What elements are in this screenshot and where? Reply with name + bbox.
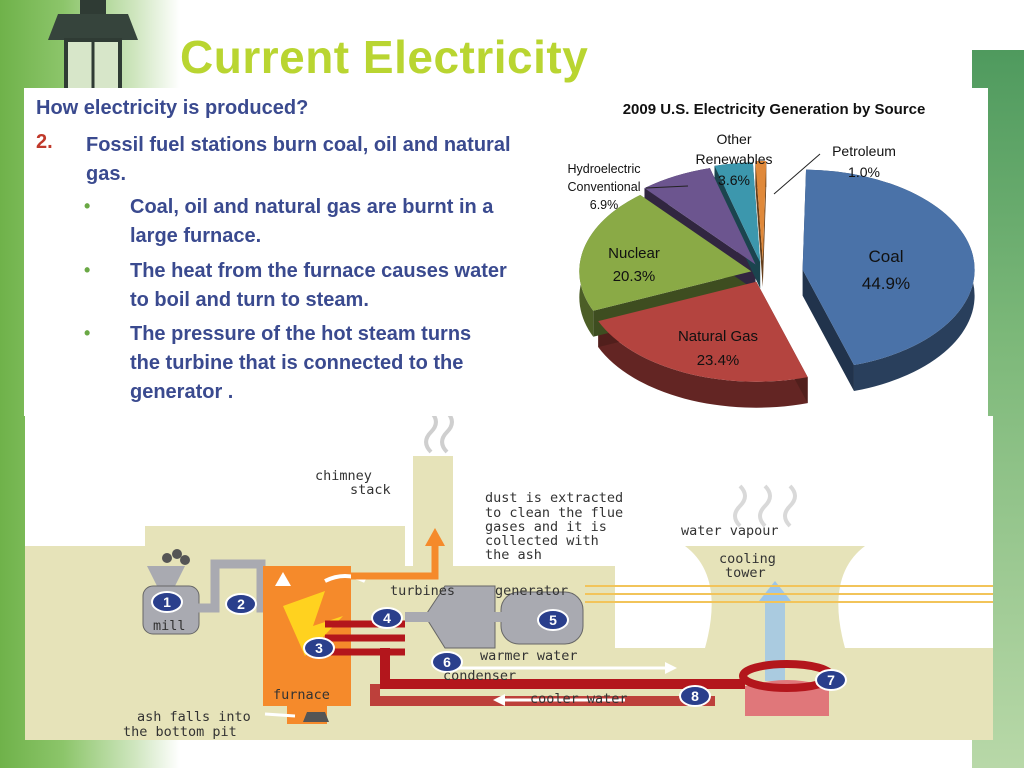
bullet-marker: •: [84, 260, 90, 281]
bullet-marker: •: [84, 196, 90, 217]
label-dust-1: dust is extracted: [485, 490, 623, 506]
bullet-item: The heat from the furnace causes water t…: [130, 257, 530, 315]
step-badge-number: 4: [383, 610, 391, 626]
step-badge-5: 5: [538, 610, 568, 630]
step-badge-4: 4: [372, 608, 402, 628]
slice-label-hydro-name-2: Conventional: [568, 180, 641, 194]
chart-title: 2009 U.S. Electricity Generation by Sour…: [623, 101, 926, 118]
step-badge-number: 2: [237, 596, 245, 612]
slice-label-other-name-2: Renewables: [695, 151, 772, 167]
label-stack: stack: [350, 482, 391, 498]
question-heading: How electricity is produced?: [36, 97, 308, 120]
label-turbines: turbines: [390, 583, 455, 599]
label-cooler-water: cooler water: [530, 691, 628, 707]
bullet-item: Coal, oil and natural gas are burnt in a…: [130, 193, 500, 251]
step-badge-2: 2: [226, 594, 256, 614]
point-number: 2.: [36, 131, 53, 154]
slice-label-other-value: 3.6%: [718, 172, 750, 188]
slice-label-nuclear-name: Nuclear: [608, 245, 660, 262]
step-badge-number: 1: [163, 594, 171, 610]
slice-label-hydro-value: 6.9%: [590, 198, 619, 212]
slice-label-nuclear-value: 20.3%: [613, 268, 656, 285]
step-badge-8: 8: [680, 686, 710, 706]
slice-label-coal-value: 44.9%: [862, 274, 910, 293]
slice-label-hydro-name-1: Hydroelectric: [568, 162, 641, 176]
label-water-vapour: water vapour: [681, 523, 779, 539]
bullet-item: The pressure of the hot steam turns the …: [130, 320, 490, 407]
step-badge-number: 8: [691, 688, 699, 704]
label-condenser: condenser: [443, 668, 516, 684]
label-dust-5: the ash: [485, 547, 542, 563]
step-badge-7: 7: [816, 670, 846, 690]
label-warmer-water: warmer water: [480, 648, 578, 664]
slice-label-coal-name: Coal: [869, 247, 904, 266]
step-badge-number: 5: [549, 612, 557, 628]
slice-label-gas-value: 23.4%: [697, 352, 740, 369]
pie-chart: 2009 U.S. Electricity Generation by Sour…: [558, 88, 988, 418]
step-badge-1: 1: [152, 592, 182, 612]
label-mill: mill: [153, 618, 186, 634]
slice-label-gas-name: Natural Gas: [678, 328, 758, 345]
label-ash-2: the bottom pit: [123, 724, 237, 740]
slice-label-petroleum-name: Petroleum: [832, 143, 896, 159]
slide-title: Current Electricity: [180, 30, 588, 84]
label-ash-1: ash falls into: [137, 709, 251, 725]
step-badge-number: 3: [315, 640, 323, 656]
pie-chart-panel: 2009 U.S. Electricity Generation by Sour…: [558, 88, 988, 418]
step-badge-number: 7: [827, 672, 835, 688]
bullet-marker: •: [84, 323, 90, 344]
slice-label-petroleum-value: 1.0%: [848, 164, 880, 180]
point-text: Fossil fuel stations burn coal, oil and …: [86, 131, 526, 189]
label-generator: generator: [495, 583, 568, 599]
step-badge-3: 3: [304, 638, 334, 658]
label-tower: tower: [725, 565, 766, 581]
slice-label-other-name-1: Other: [716, 131, 751, 147]
label-furnace: furnace: [273, 687, 330, 703]
